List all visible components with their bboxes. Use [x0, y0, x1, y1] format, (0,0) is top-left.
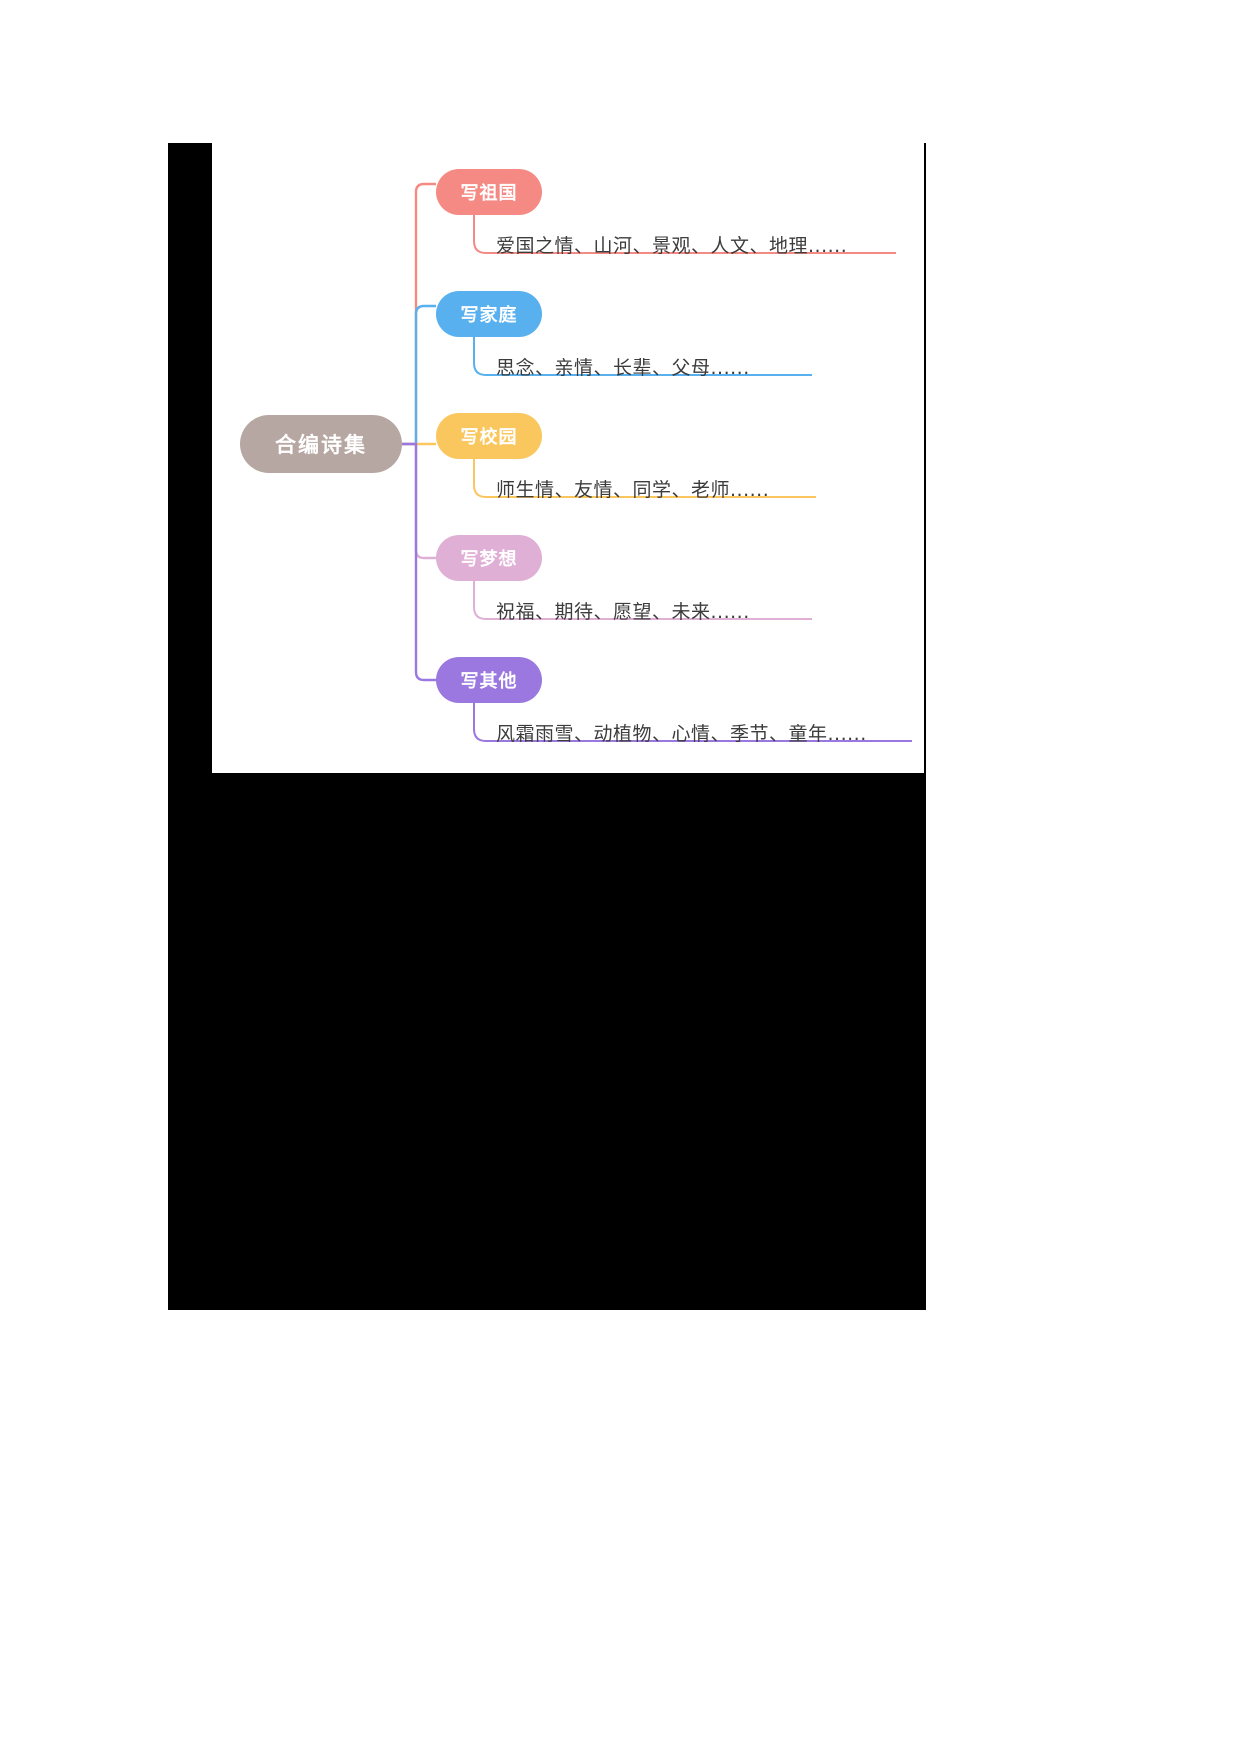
mindmap-branch-node-3[interactable]: 写校园: [436, 413, 542, 459]
mindmap-branch-detail-3: 师生情、友情、同学、老师......: [496, 479, 770, 501]
mindmap-branch-node-4[interactable]: 写梦想: [436, 535, 542, 581]
mindmap-canvas: 合编诗集 写祖国 爱国之情、山河、景观、人文、地理...... 写家庭 思念、亲…: [212, 143, 924, 773]
mindmap-branch-node-5[interactable]: 写其他: [436, 657, 542, 703]
mindmap-branch-node-1[interactable]: 写祖国: [436, 169, 542, 215]
mindmap-branch-detail-4: 祝福、期待、愿望、未来......: [496, 601, 750, 623]
mindmap-branch-node-2[interactable]: 写家庭: [436, 291, 542, 337]
mindmap-branch-detail-5: 风霜雨雪、动植物、心情、季节、童年......: [496, 723, 867, 745]
mindmap-branch-detail-1: 爱国之情、山河、景观、人文、地理......: [496, 235, 848, 257]
mindmap-root-node[interactable]: 合编诗集: [240, 415, 402, 473]
mindmap-branch-detail-2: 思念、亲情、长辈、父母......: [496, 357, 750, 379]
connector-lines: [402, 182, 912, 742]
